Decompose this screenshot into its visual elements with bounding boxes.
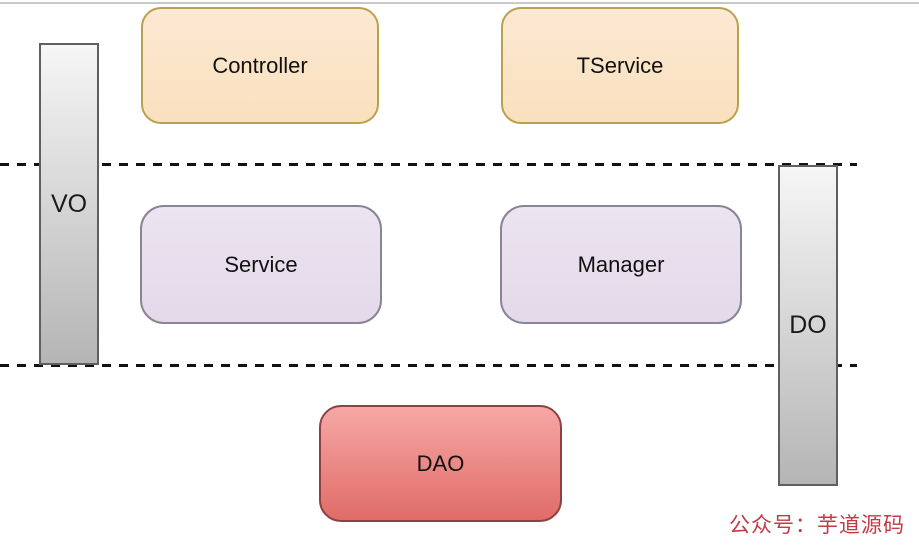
node-vo-bar: VO	[39, 43, 99, 365]
layer-divider-top	[0, 163, 857, 166]
node-do-bar: DO	[778, 165, 838, 486]
layer-divider-bottom	[0, 364, 857, 367]
node-do-label: DO	[789, 311, 827, 339]
node-service-label: Service	[224, 251, 298, 277]
node-controller: Controller	[141, 7, 379, 124]
node-vo-label: VO	[50, 189, 88, 218]
node-tservice: TService	[501, 7, 739, 124]
watermark-text: 公众号：芋道源码	[729, 513, 905, 537]
node-tservice-label: TService	[576, 52, 664, 78]
node-controller-label: Controller	[212, 52, 308, 78]
top-border-line	[0, 2, 919, 4]
node-service: Service	[140, 205, 382, 324]
node-dao-label: DAO	[416, 450, 465, 476]
node-dao: DAO	[319, 405, 562, 522]
node-manager: Manager	[500, 205, 742, 324]
node-manager-label: Manager	[577, 251, 665, 277]
